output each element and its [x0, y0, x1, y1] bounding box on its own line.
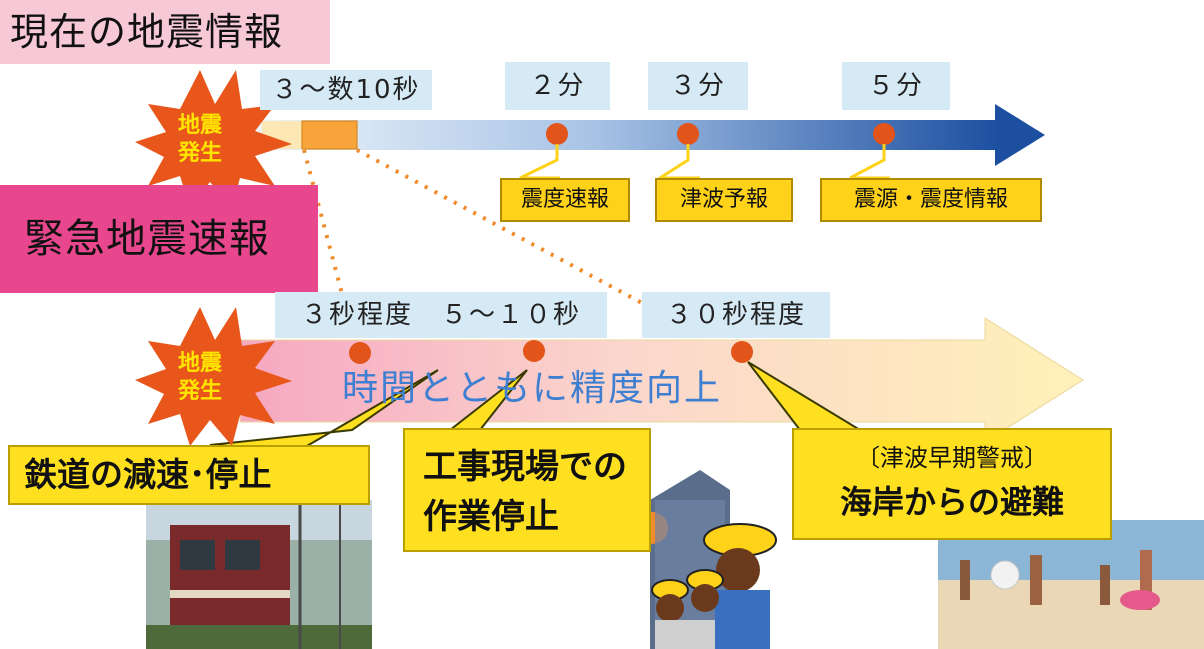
action-line-2: 作業停止	[423, 497, 559, 537]
burst-line-1: 地震	[177, 113, 222, 138]
burst-label-top: 地震 発生	[165, 112, 235, 168]
marker-5min	[873, 123, 895, 145]
beach-photo	[938, 520, 1204, 649]
info-box-tsunami-forecast: 津波予報	[655, 178, 793, 222]
accuracy-improves-text: 時間とともに精度向上	[342, 368, 723, 409]
marker-30sec	[731, 341, 753, 363]
marker-5-10sec	[523, 340, 545, 362]
current-info-title: 現在の地震情報	[0, 0, 330, 64]
time-label-30sec: ３０秒程度	[642, 292, 830, 338]
marker-3min	[677, 123, 699, 145]
info-box-intensity-flash: 震度速報	[500, 178, 630, 222]
construction-workers-illustration	[636, 470, 777, 649]
action-line-1: 〔津波早期警戒〕	[856, 444, 1048, 472]
action-box-construction: 工事現場での 作業停止	[403, 428, 651, 552]
time-label-3min: ３分	[648, 62, 748, 110]
train-photo	[146, 500, 372, 649]
action-box-tsunami-evacuation: 〔津波早期警戒〕 海岸からの避難	[792, 428, 1112, 540]
dotted-connectors	[302, 148, 656, 312]
time-label-3-to-10sec: ３～数10秒	[260, 70, 432, 110]
burst-label-bottom: 地震 発生	[165, 350, 235, 406]
burst-icon-bottom	[135, 307, 292, 446]
marker-2min	[546, 123, 568, 145]
time-label-5min: ５分	[842, 62, 950, 110]
bottom-timeline-markers	[349, 340, 753, 364]
eew-title: 緊急地震速報	[0, 185, 318, 293]
action-line-2: 海岸からの避難	[839, 483, 1064, 521]
info-box-epicenter-intensity: 震源・震度情報	[820, 178, 1042, 222]
action-line-1: 工事現場での	[423, 447, 627, 487]
time-label-3sec-5-10sec: ３秒程度 ５～１０秒	[275, 292, 607, 338]
burst-line-1: 地震	[177, 351, 222, 376]
action-line-1: 鉄道の減速･停止	[24, 455, 272, 494]
marker-3sec	[349, 342, 371, 364]
action-box-railway: 鉄道の減速･停止	[8, 445, 370, 505]
burst-icon-top	[135, 70, 292, 208]
time-label-2min: ２分	[505, 62, 610, 110]
burst-line-2: 発生	[177, 141, 222, 166]
burst-line-2: 発生	[177, 379, 222, 404]
